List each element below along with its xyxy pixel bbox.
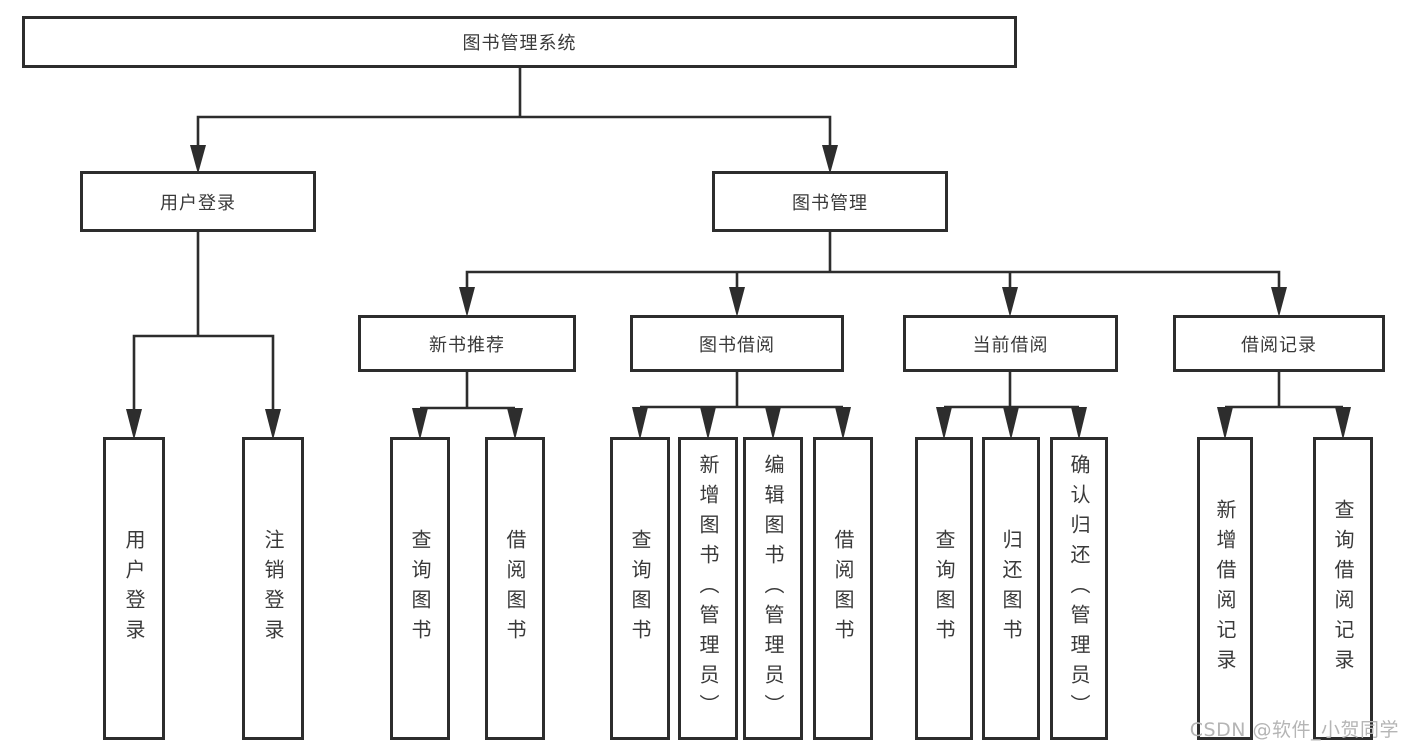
node-label: 当前借阅 <box>972 334 1049 356</box>
leaf-borrow-books-recommend: 借阅图书 <box>485 437 545 740</box>
node-label: 图书管理系统 <box>462 33 577 54</box>
node-borrowing-records: 借阅记录 <box>1173 315 1385 372</box>
leaf-confirm-return-admin: 确认归还（管理员） <box>1050 437 1108 740</box>
node-label: 查询借阅记录 <box>1331 498 1355 679</box>
node-new-book-recommend: 新书推荐 <box>358 315 576 372</box>
node-label: 借阅图书 <box>831 528 855 649</box>
leaf-add-borrow-record: 新增借阅记录 <box>1197 437 1253 740</box>
node-label: 借阅图书 <box>503 528 527 649</box>
node-label: 归还图书 <box>999 528 1023 649</box>
node-user-login: 用户登录 <box>80 171 316 232</box>
leaf-logout: 注销登录 <box>242 437 304 740</box>
leaf-query-books-current: 查询图书 <box>915 437 973 740</box>
node-label: 查询图书 <box>408 528 432 649</box>
leaf-query-books-recommend: 查询图书 <box>390 437 450 740</box>
node-label: 查询图书 <box>932 528 956 649</box>
node-label: 新增借阅记录 <box>1213 498 1237 679</box>
node-library-system: 图书管理系统 <box>22 16 1017 68</box>
node-label: 用户登录 <box>160 192 236 214</box>
watermark: CSDN @软件_小贺同学 <box>1189 719 1399 741</box>
node-label: 注销登录 <box>261 528 285 649</box>
node-label: 新书推荐 <box>429 334 505 356</box>
leaf-edit-books-admin: 编辑图书（管理员） <box>743 437 803 740</box>
node-label: 图书借阅 <box>699 334 775 356</box>
node-current-borrowing: 当前借阅 <box>903 315 1118 372</box>
node-label: 查询图书 <box>628 528 652 649</box>
leaf-user-login: 用户登录 <box>103 437 165 740</box>
leaf-borrow-books: 借阅图书 <box>813 437 873 740</box>
node-book-management: 图书管理 <box>712 171 948 232</box>
node-label: 借阅记录 <box>1241 334 1317 356</box>
leaf-query-borrow-record: 查询借阅记录 <box>1313 437 1373 740</box>
leaf-return-books: 归还图书 <box>982 437 1040 740</box>
node-label: 编辑图书（管理员） <box>761 453 785 724</box>
leaf-query-books-borrow: 查询图书 <box>610 437 670 740</box>
node-label: 用户登录 <box>122 528 146 649</box>
leaf-add-books-admin: 新增图书（管理员） <box>678 437 738 740</box>
node-label: 确认归还（管理员） <box>1067 453 1091 724</box>
node-book-borrowing: 图书借阅 <box>630 315 844 372</box>
node-label: 新增图书（管理员） <box>696 453 720 724</box>
node-label: 图书管理 <box>792 192 868 214</box>
